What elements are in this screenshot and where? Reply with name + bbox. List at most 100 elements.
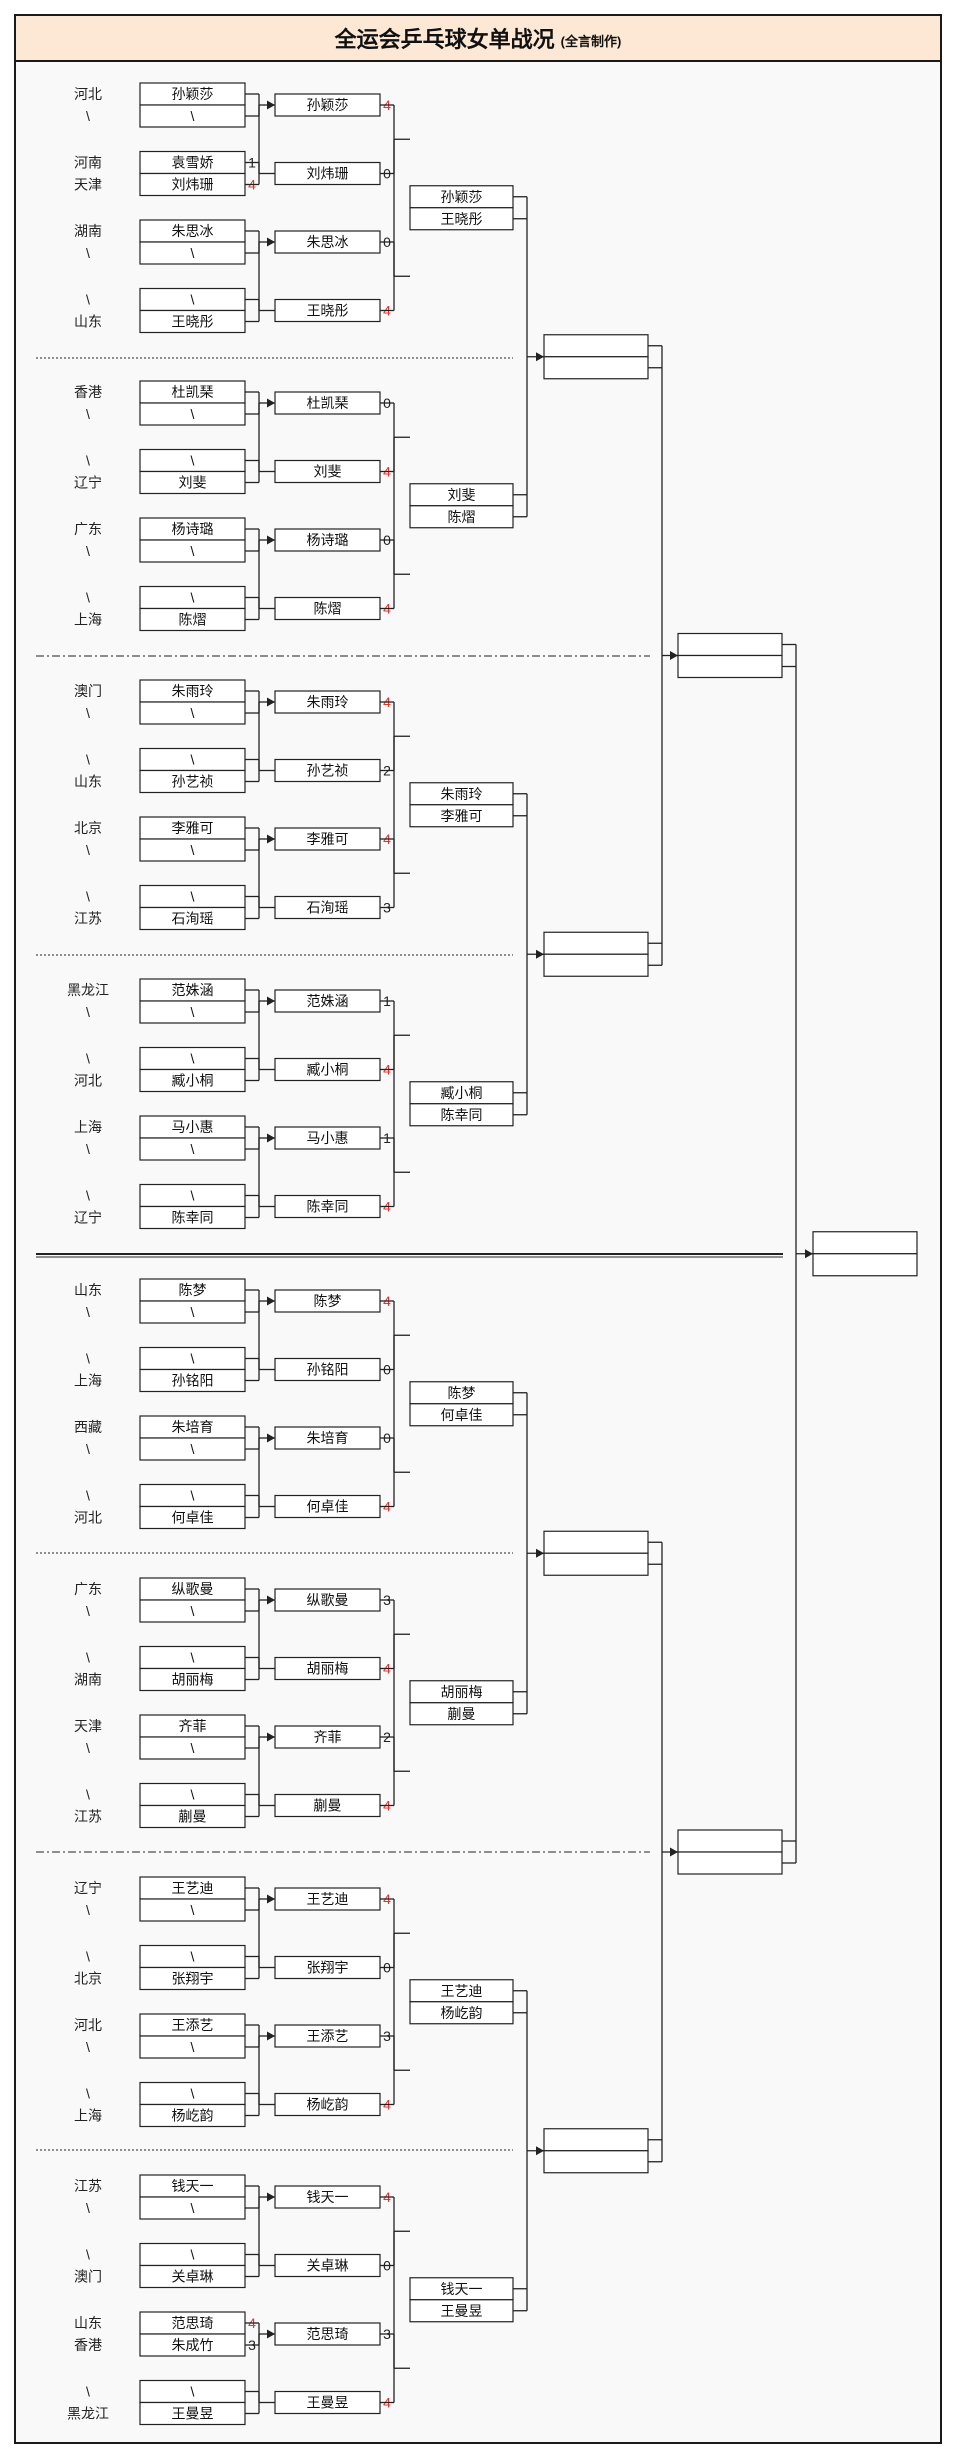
r1-province: 黑龙江 [67, 2406, 109, 2422]
r3-player-name: 李雅可 [441, 808, 483, 824]
r1-player-name: 王艺迪 [172, 1880, 214, 1896]
r2-player-name: 马小惠 [307, 1130, 349, 1146]
r1-province: 河北 [74, 2017, 102, 2033]
r2-player-name: 刘炜珊 [307, 166, 349, 182]
r1-province: \ [86, 1902, 90, 1918]
r4-cell [543, 931, 649, 955]
r2-player-name: 孙颖莎 [307, 97, 349, 113]
r4-cell [543, 953, 649, 977]
r1-province: \ [86, 2384, 90, 2400]
r1-province: 河北 [74, 1510, 102, 1526]
r1-player-name: 马小惠 [172, 1119, 214, 1135]
r2-player-name: 孙艺祯 [307, 763, 349, 779]
r2-arrow [267, 1296, 275, 1306]
r1-province: 澳门 [74, 683, 102, 699]
r2-player-name: 朱雨玲 [307, 694, 349, 710]
r2-player-name: 臧小桐 [307, 1062, 349, 1078]
r1-province: \ [86, 1141, 90, 1157]
r1-player-name: 齐菲 [179, 1718, 207, 1734]
r2-player-name: 朱思冰 [307, 234, 349, 250]
r1-province: \ [86, 406, 90, 422]
r4-arrow [536, 1548, 544, 1558]
r2-arrow [267, 1732, 275, 1742]
r1-province: \ [86, 1441, 90, 1457]
r4-cell [543, 2150, 649, 2174]
r1-province: 江苏 [74, 1809, 102, 1825]
r2-player-name: 钱天一 [307, 2189, 349, 2205]
r3-player-name: 王艺迪 [441, 1983, 483, 1999]
r2-player-name: 何卓佳 [307, 1499, 349, 1515]
r2-arrow [267, 834, 275, 844]
r3-player-name: 蒯曼 [448, 1706, 476, 1722]
r2-player-name: 李雅可 [307, 831, 349, 847]
r2-player-name: 王艺迪 [307, 1891, 349, 1907]
r2-arrow [267, 1433, 275, 1443]
r3-player-name: 陈熠 [448, 509, 476, 525]
r1-player-name: \ [191, 590, 195, 606]
r1-province: \ [86, 1304, 90, 1320]
r1-player-name: 石洵瑶 [172, 911, 214, 927]
r1-player-name: 王曼昱 [172, 2406, 214, 2422]
r1-player-name: \ [191, 292, 195, 308]
r1-province: 香港 [74, 384, 102, 400]
r1-player-name: 杜凯琹 [172, 384, 214, 400]
r1-player-name: \ [191, 2086, 195, 2102]
r1-province: 西藏 [74, 1419, 102, 1435]
r1-province: 广东 [74, 1581, 102, 1597]
r1-province: 天津 [74, 177, 102, 193]
r1-province: 湖南 [74, 1672, 102, 1688]
r1-player-name: 钱天一 [172, 2178, 214, 2194]
r1-province: 辽宁 [74, 1210, 102, 1226]
r2-arrow [267, 398, 275, 408]
r1-player-name: 何卓佳 [172, 1510, 214, 1526]
r2-player-name: 孙铭阳 [307, 1362, 349, 1378]
r2-arrow [267, 697, 275, 707]
r4-cell [543, 334, 649, 358]
r1-province: \ [86, 842, 90, 858]
r3-player-name: 王晓彤 [441, 211, 483, 227]
r1-province: \ [86, 1603, 90, 1619]
r1-province: 广东 [74, 521, 102, 537]
r2-arrow [267, 996, 275, 1006]
r1-province: 上海 [74, 1373, 102, 1389]
r1-player-name: \ [191, 406, 195, 422]
r2-arrow [267, 1595, 275, 1605]
r3-player-name: 钱天一 [441, 2281, 483, 2297]
r1-province: 河北 [74, 86, 102, 102]
r1-player-name: \ [191, 889, 195, 905]
r5-cell [677, 1851, 783, 1875]
r1-player-name: 刘炜珊 [172, 177, 214, 193]
r2-arrow [267, 2329, 275, 2339]
r1-player-name: \ [191, 1004, 195, 1020]
r1-province: 上海 [74, 612, 102, 628]
r1-province: \ [86, 2039, 90, 2055]
r1-province: \ [86, 1949, 90, 1965]
r1-player-name: \ [191, 1902, 195, 1918]
r1-province: \ [86, 543, 90, 559]
r2-arrow [267, 100, 275, 110]
r3-player-name: 王曼昱 [441, 2303, 483, 2319]
r2-player-name: 陈幸同 [307, 1199, 349, 1215]
r3-player-name: 孙颖莎 [441, 189, 483, 205]
r2-player-name: 齐菲 [314, 1729, 342, 1745]
r1-province: 辽宁 [74, 475, 102, 491]
r1-player-name: \ [191, 543, 195, 559]
r2-arrow [267, 1133, 275, 1143]
r1-player-name: 孙铭阳 [172, 1373, 214, 1389]
final-cell [812, 1231, 918, 1255]
page-subtitle: (全言制作) [560, 33, 622, 49]
r1-province: 江苏 [74, 2178, 102, 2194]
r1-player-name: 朱雨玲 [172, 683, 214, 699]
r1-province: \ [86, 245, 90, 261]
r2-player-name: 朱培育 [307, 1430, 349, 1446]
r2-player-name: 刘斐 [314, 464, 342, 480]
r1-player-name: \ [191, 453, 195, 469]
r1-player-name: \ [191, 108, 195, 124]
r1-player-name: \ [191, 1441, 195, 1457]
r1-player-name: 孙颖莎 [172, 86, 214, 102]
r2-player-name: 王添艺 [307, 2028, 349, 2044]
r2-arrow [267, 2192, 275, 2202]
r2-arrow [267, 2031, 275, 2041]
r1-province: \ [86, 108, 90, 124]
